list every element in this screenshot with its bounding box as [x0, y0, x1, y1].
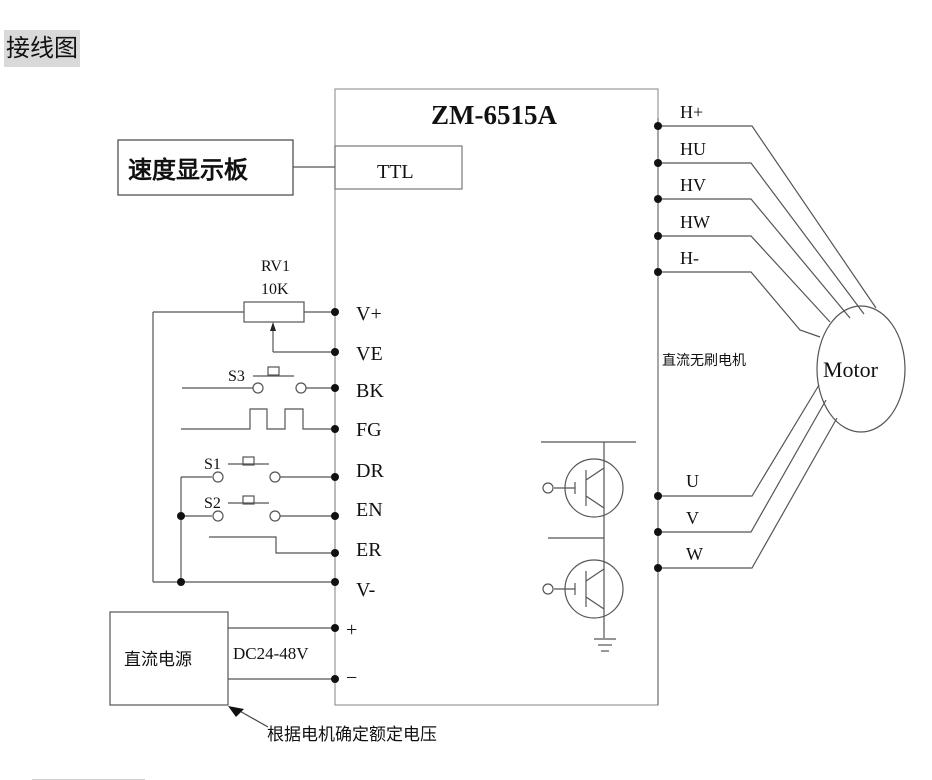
switch-s2: S2	[204, 495, 221, 512]
voltage-note: 根据电机确定额定电压	[267, 725, 437, 745]
potentiometer	[243, 301, 305, 323]
terminal-hplus: H+	[680, 102, 703, 122]
terminal-hu: HU	[680, 139, 706, 159]
terminal-vminus: V-	[356, 579, 375, 601]
voltage-label: DC24-48V	[233, 644, 309, 663]
terminal-vplus: V+	[356, 303, 382, 325]
speed-display-label: 速度显示板	[128, 155, 249, 184]
motor-circle	[816, 305, 906, 433]
controller-model: ZM-6515A	[431, 100, 557, 130]
terminal-plus: +	[346, 619, 357, 641]
page-heading: 接线图	[4, 30, 80, 67]
terminal-hv: HV	[680, 175, 706, 195]
pot-value: 10K	[261, 281, 289, 298]
motor-label: Motor	[823, 357, 879, 382]
terminal-hminus: H-	[680, 248, 699, 268]
terminal-bk: BK	[356, 380, 384, 402]
terminal-minus: −	[346, 667, 357, 689]
terminal-u: U	[686, 471, 699, 491]
switch-s1: S1	[204, 456, 221, 473]
ttl-label: TTL	[377, 161, 414, 183]
terminal-w: W	[686, 544, 703, 564]
terminal-er: ER	[356, 539, 382, 561]
switch-s3: S3	[228, 368, 245, 385]
terminal-v: V	[686, 508, 699, 528]
motor-type-label: 直流无刷电机	[662, 352, 746, 369]
power-supply-label: 直流电源	[124, 650, 192, 670]
terminal-en: EN	[356, 499, 383, 521]
terminal-ve: VE	[356, 343, 383, 365]
power-supply-box	[109, 611, 229, 706]
pot-ref: RV1	[261, 258, 290, 275]
terminal-fg: FG	[356, 419, 382, 441]
terminal-hw: HW	[680, 212, 710, 232]
terminal-dr: DR	[356, 460, 384, 482]
